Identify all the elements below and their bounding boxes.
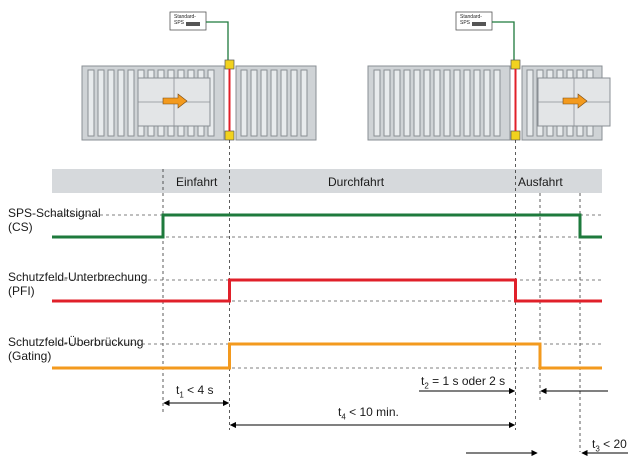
t1-label: t1 < 4 s <box>176 383 214 400</box>
signal-gating-trace <box>52 342 602 370</box>
signal-name-line1: Schutzfeld-Überbrückung <box>8 335 144 349</box>
plc-label-line2: SPS <box>174 20 185 26</box>
signal-name-line2: (PFI) <box>8 284 35 298</box>
plc-label-line1: Standard- <box>174 14 196 20</box>
phase-transit-label: Durchfahrt <box>328 175 385 189</box>
plc-cable <box>206 21 229 63</box>
sensor-icon <box>510 59 521 70</box>
conveyor-scene-entry <box>81 11 317 141</box>
t4-label: t4 < 10 min. <box>338 405 399 422</box>
arrow-right-icon <box>162 93 188 109</box>
phase-bar <box>52 169 602 193</box>
plc-label: Standard- SPS <box>460 14 482 26</box>
signal-cs-name: SPS-Schaltsignal (CS) <box>8 206 101 234</box>
sensor-icon <box>510 130 521 141</box>
phase-entry-label: Einfahrt <box>176 175 218 189</box>
signal-name-line1: SPS-Schaltsignal <box>8 206 101 220</box>
signal-gating-name: Schutzfeld-Überbrückung (Gating) <box>8 335 143 363</box>
arrow-right-icon <box>562 93 588 109</box>
plc-label-line1: Standard- <box>460 14 482 20</box>
signal-pfi-trace <box>52 278 602 303</box>
plc-cable <box>492 21 515 63</box>
t3-label: t3 < 20 <box>592 437 627 454</box>
signal-name-line2: (Gating) <box>8 349 52 363</box>
signal-pfi-name: Schutzfeld-Unterbrechung (PFI) <box>8 270 147 298</box>
phase-exit-label: Ausfahrt <box>518 175 563 189</box>
sensor-icon <box>224 130 235 141</box>
signal-name-line1: Schutzfeld-Unterbrechung <box>8 270 148 284</box>
plc-label: Standard- SPS <box>174 14 196 26</box>
conveyor-scene-exit <box>367 11 611 141</box>
sensor-icon <box>224 59 235 70</box>
signal-name-line2: (CS) <box>8 220 33 234</box>
timing-arrows <box>163 387 628 457</box>
signal-cs-trace <box>52 213 602 239</box>
plc-label-line2: SPS <box>460 20 471 26</box>
t2-label: t2 = 1 s oder 2 s <box>421 374 506 391</box>
